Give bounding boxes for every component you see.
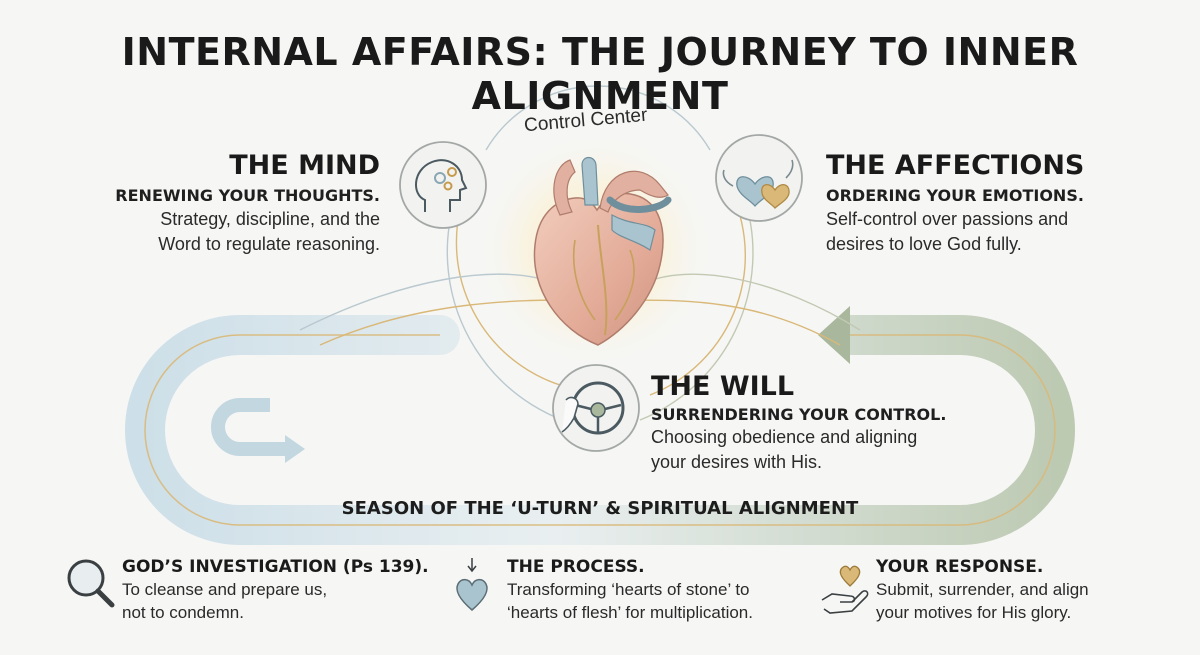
- response-body: Submit, surrender, and align your motive…: [876, 578, 1089, 624]
- loop-arrowhead: [818, 306, 850, 364]
- hand-heart-icon: [821, 565, 869, 614]
- process-line: Transforming ‘hearts of stone’ to: [507, 580, 750, 599]
- investigation-line: not to condemn.: [122, 603, 244, 622]
- investigation-line: To cleanse and prepare us,: [122, 580, 328, 599]
- u-turn-loop: [125, 306, 1075, 545]
- response-line: Submit, surrender, and align: [876, 580, 1089, 599]
- response-heading: YOUR RESPONSE.: [876, 557, 1044, 577]
- u-turn-banner: SEASON OF THE ‘U-TURN’ & SPIRITUAL ALIGN…: [341, 498, 859, 519]
- mind-body-line: Word to regulate reasoning.: [158, 234, 380, 254]
- mind-body: Strategy, discipline, and the Word to re…: [80, 207, 380, 257]
- process-line: ‘hearts of flesh’ for multiplication.: [507, 603, 753, 622]
- will-subheading: SURRENDERING YOUR CONTROL.: [651, 405, 947, 424]
- magnifying-glass-icon: [67, 559, 115, 608]
- affections-subheading: ORDERING YOUR EMOTIONS.: [826, 186, 1084, 205]
- mind-icon-circle: [399, 141, 487, 229]
- will-heading: THE WILL: [651, 371, 795, 402]
- mind-subheading: RENEWING YOUR THOUGHTS.: [115, 186, 380, 205]
- will-icon-circle: [552, 364, 640, 452]
- heart-illustration: [533, 156, 672, 346]
- heart-icon: [456, 578, 488, 611]
- response-line: your motives for His glory.: [876, 603, 1072, 622]
- small-u-turn-arrow: [211, 398, 305, 463]
- will-body-line: your desires with His.: [651, 452, 823, 472]
- affections-body-line: Self-control over passions and: [826, 209, 1069, 229]
- will-body: Choosing obedience and aligning your des…: [651, 425, 917, 475]
- affections-body-line: desires to love God fully.: [826, 234, 1022, 254]
- investigation-body: To cleanse and prepare us, not to condem…: [122, 578, 327, 624]
- page-title: INTERNAL AFFAIRS: THE JOURNEY TO INNER A…: [121, 30, 1079, 118]
- affections-heading: THE AFFECTIONS: [826, 150, 1085, 181]
- mind-body-line: Strategy, discipline, and the: [160, 209, 380, 229]
- winged-hearts-icon: [736, 176, 774, 208]
- investigation-heading: GOD’S INVESTIGATION (Ps 139).: [122, 557, 429, 577]
- will-body-line: Choosing obedience and aligning: [651, 427, 918, 447]
- process-icons: [456, 558, 488, 611]
- affections-body: Self-control over passions and desires t…: [826, 207, 1068, 257]
- head-gears-icon: [434, 172, 446, 184]
- process-heading: THE PROCESS.: [507, 557, 645, 577]
- process-body: Transforming ‘hearts of stone’ to ‘heart…: [507, 578, 753, 624]
- affections-icon-circle: [715, 134, 803, 222]
- mind-heading: THE MIND: [229, 150, 380, 181]
